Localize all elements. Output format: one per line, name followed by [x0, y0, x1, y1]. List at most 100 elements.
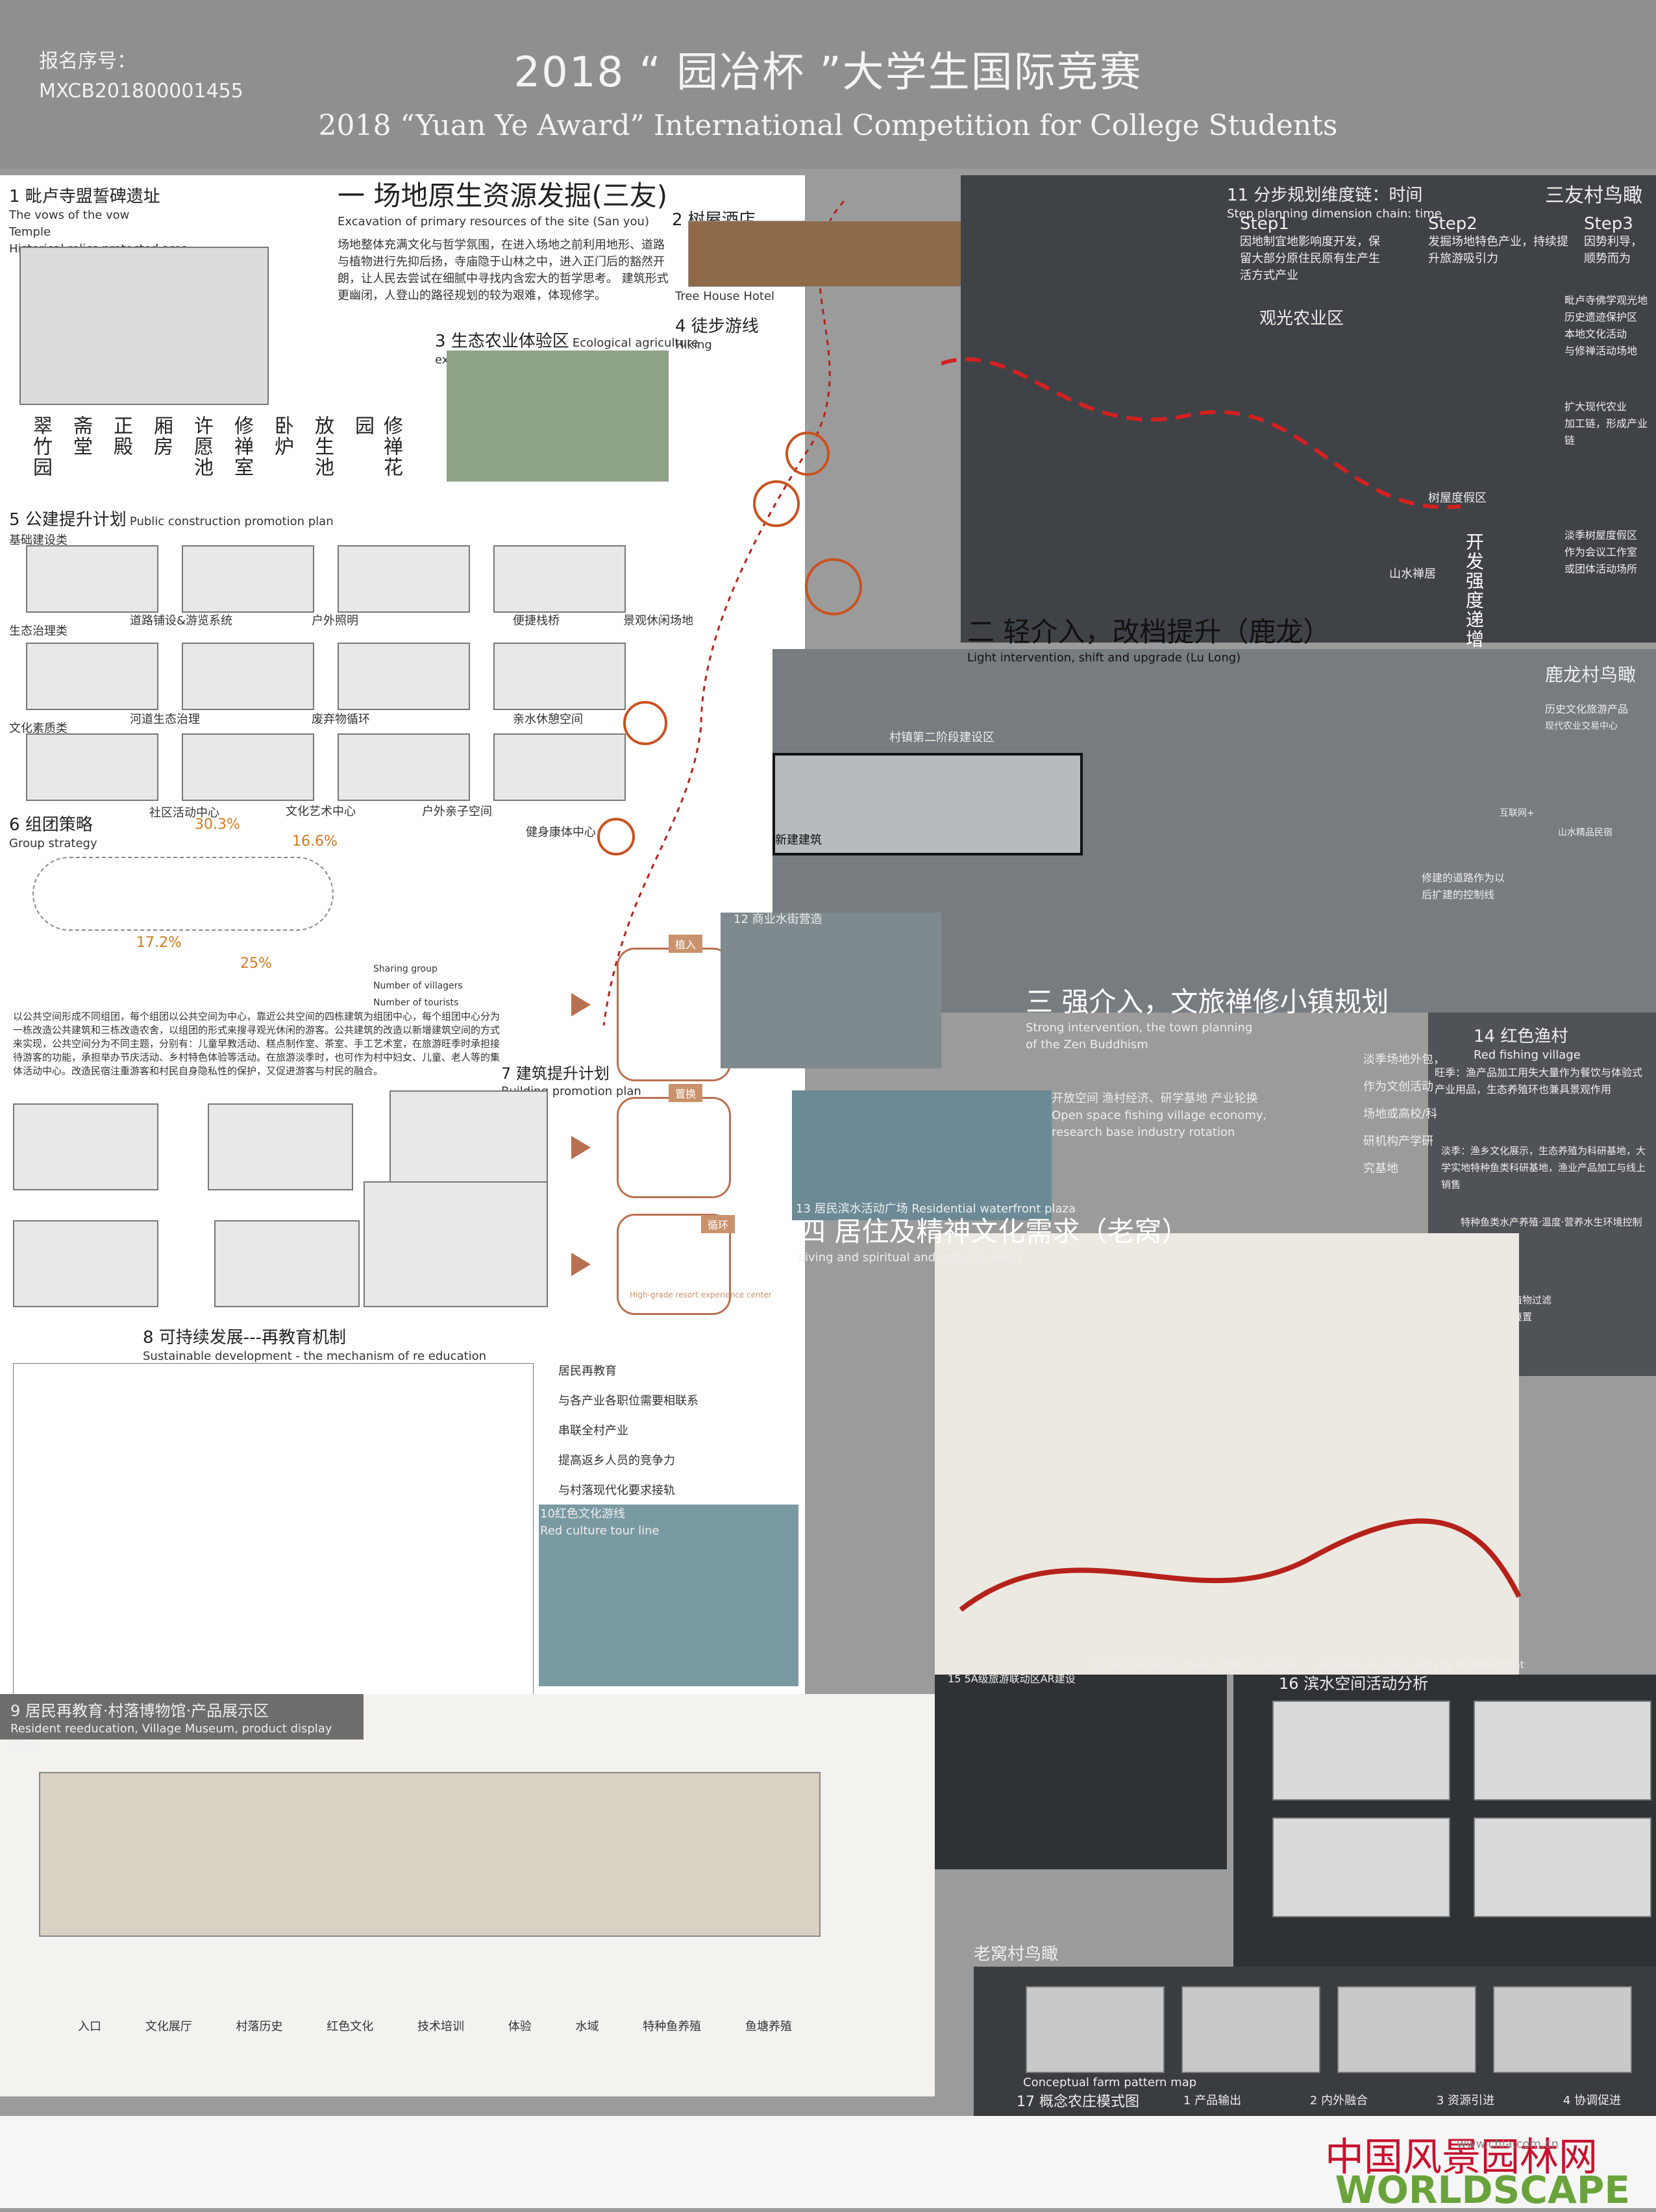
section-11-en: Step planning dimension chain: time: [1227, 207, 1442, 221]
section-four-title: 四 居住及精神文化需求（老窝）: [798, 1216, 1189, 1247]
temple-label: 许愿池: [190, 415, 213, 478]
section-17-en: Conceptual farm pattern map: [1023, 2076, 1197, 2089]
watermark-url: www.chla.com.cn: [1457, 2137, 1559, 2151]
laowo-aerial-label: 老窝村鸟瞰: [974, 1945, 1059, 1964]
step-2-text: 发掘场地特色产业，持续提升旅游吸引力: [1428, 235, 1568, 265]
red-waterfront-path: [959, 1518, 1522, 1612]
section-three: 三 强介入，文旅禅修小镇规划 Strong intervention, the …: [1026, 980, 1415, 1053]
plan-label: 废弃物循环: [312, 713, 370, 726]
registration-number: MXCB201800001455: [39, 80, 243, 103]
farm-step: 4 协调促进: [1563, 2094, 1622, 2108]
section-16-en: Analysis on space activity of Waterfront: [1318, 1658, 1524, 1671]
new-building-inset: [772, 753, 1083, 855]
section-three-en2: of the Zen Buddhism: [1026, 1038, 1148, 1051]
building-iso: [389, 1090, 548, 1190]
section-four: 四 居住及精神文化需求（老窝） Living and spiritual and…: [798, 1210, 1189, 1266]
section-14-desc: 旺季：渔产品加工用失大量作为餐饮与体验式产业用品，生态养殖环也兼具景观作用: [1435, 1066, 1643, 1096]
area-label: 树屋度假区: [1428, 491, 1487, 505]
step-3-label: Step3: [1584, 214, 1633, 234]
section-6-en: Group strategy: [9, 837, 97, 850]
section-10: 10红色文化游线 Red culture tour line: [540, 1506, 660, 1540]
legend-item: Number of tourists: [373, 998, 459, 1008]
group-label: 文化素质类: [9, 722, 68, 735]
poster-header: [0, 0, 1656, 169]
section-13-t2: Open space fishing village economy,: [1052, 1109, 1267, 1122]
strategy-tag: 植入: [669, 935, 703, 953]
section-3-title: 3 生态农业体验区: [435, 332, 569, 351]
development-intensity-label: 开发强度递增: [1463, 532, 1485, 649]
group-diagram: [32, 857, 334, 931]
waterfront-iso: [1474, 1701, 1651, 1800]
village-zone-label: 村镇第二阶段建设区: [889, 731, 995, 744]
plan-tile: [338, 643, 470, 710]
bottom-label: 水域: [575, 2020, 599, 2034]
group-label: 生态治理类: [9, 624, 68, 638]
watermark-chinese: 中国风景园林网: [1325, 2135, 1598, 2180]
section-17-title: 17 概念农庄模式图: [1017, 2094, 1139, 2110]
farm-steps: 1 产品输出 2 内外融合 3 资源引进 4 协调促进: [1149, 2093, 1655, 2109]
temple-label: 斋堂: [69, 415, 92, 457]
bottom-label: 技术培训: [417, 2020, 464, 2034]
group-strategy-desc: 以公共空间形成不同组团，每个组团以公共空间为中心，靠近公共空间的四栋建筑为组团中…: [13, 1011, 501, 1077]
sanyou-aerial-label: 三友村鸟瞰: [1545, 184, 1642, 207]
step-1: Step1 因地制宜地影响度开发，保留大部分原住民原有生产生活方式产业: [1240, 214, 1383, 284]
step-1-text: 因地制宜地影响度开发，保留大部分原住民原有生产生活方式产业: [1240, 235, 1380, 282]
farm-iso: [1181, 1986, 1320, 2073]
step-1-label: Step1: [1240, 214, 1289, 234]
bottom-label: 村落历史: [236, 2020, 283, 2034]
education-point: 与村落现代化要求接轨: [558, 1484, 675, 1497]
note: 作为会议工作室: [1564, 546, 1638, 558]
plan-label: 户外照明: [312, 614, 358, 628]
plan-label: 道路铺设&游览系统: [130, 614, 233, 628]
strategy-card: [617, 948, 731, 1081]
title-english: 2018 “Yuan Ye Award” International Compe…: [318, 109, 1338, 142]
section-11: 11 分步规划维度链：时间 Step planning dimension ch…: [1227, 182, 1442, 223]
group-legend: Sharing group Number of villagers Number…: [373, 961, 463, 1011]
temple-label: 放生池: [311, 415, 334, 478]
farm-step: 3 资源引进: [1436, 2094, 1495, 2108]
title-chinese: 2018 “ 园冶杯 ”大学生国际竞赛: [513, 49, 1143, 97]
note: 淡季树屋度假区: [1564, 529, 1638, 541]
section-2-en: Tree House Hotel: [675, 289, 775, 303]
section-three-en1: Strong intervention, the town planning: [1026, 1021, 1253, 1035]
legend-item: Number of villagers: [373, 981, 463, 991]
agriculture-image: [447, 350, 669, 482]
section-15-panel: [935, 1675, 1227, 1869]
section-8-title: 8 可持续发展---再教育机制: [143, 1328, 346, 1347]
strategy-card-note: High-grade resort experience center: [630, 1290, 772, 1299]
plan-tile: [26, 733, 158, 801]
section-4: 4 徒步游线 Hiking: [675, 313, 759, 354]
note: 加工链，形成产业链: [1564, 417, 1648, 447]
bottom-label: 红色文化: [327, 2020, 374, 2034]
temple-labels: 翠竹园 斋堂 正殿 厢房 许愿池 修禅室 卧炉 放生池 修禅花园: [26, 415, 402, 487]
temple-label: 厢房: [150, 415, 173, 457]
education-points: 居民再教育 与各产业各职位需要相联系 串联全村产业 提高返乡人员的竞争力 与村落…: [558, 1363, 753, 1512]
section-two: 二 轻介入，改档提升（鹿龙） Light intervention, shift…: [967, 610, 1330, 667]
section-5-en: Public construction promotion plan: [129, 515, 334, 528]
community-center-label: 社区活动中心: [149, 806, 219, 820]
waterfront-iso: [1272, 1701, 1450, 1800]
temple-label: 修禅室: [230, 415, 253, 478]
building-iso: [208, 1103, 353, 1190]
section-1-title: 1 毗卢寺盟誓碑遗址: [9, 187, 160, 206]
watermark-english: WORLDSCAPE: [1335, 2168, 1630, 2212]
registration-label: 报名序号：: [39, 50, 136, 73]
museum-bottom-labels: 入口 文化展厅 村落历史 红色文化 技术培训 体验 水域 特种鱼养殖 鱼塘养殖: [78, 2019, 792, 2035]
plan-tile: [182, 643, 314, 710]
section-8: 8 可持续发展---再教育机制 Sustainable development …: [143, 1324, 486, 1365]
section-8-en: Sustainable development - the mechanism …: [143, 1349, 487, 1363]
plan-tile: [493, 643, 626, 710]
section-6-title: 6 组团策略: [9, 815, 93, 835]
section-11-title: 11 分步规划维度链：时间: [1227, 186, 1423, 205]
plan-label: 户外亲子空间: [422, 805, 492, 818]
red-culture-image: [539, 1505, 798, 1686]
pct-label: 30.3%: [195, 817, 240, 833]
note: 互联网+: [1500, 808, 1535, 818]
bottom-label: 入口: [78, 2020, 101, 2034]
section-14-note2: 特种鱼类水产养殖·温度·营养水生环境控制: [1461, 1216, 1642, 1228]
farm-iso: [1026, 1986, 1165, 2073]
section-14: 14 红色渔村 Red fishing village: [1474, 1023, 1581, 1064]
plan-tile: [338, 545, 470, 613]
note: 淡季场地外包，: [1363, 1053, 1445, 1066]
note: 历史文化旅游产品: [1545, 703, 1629, 715]
